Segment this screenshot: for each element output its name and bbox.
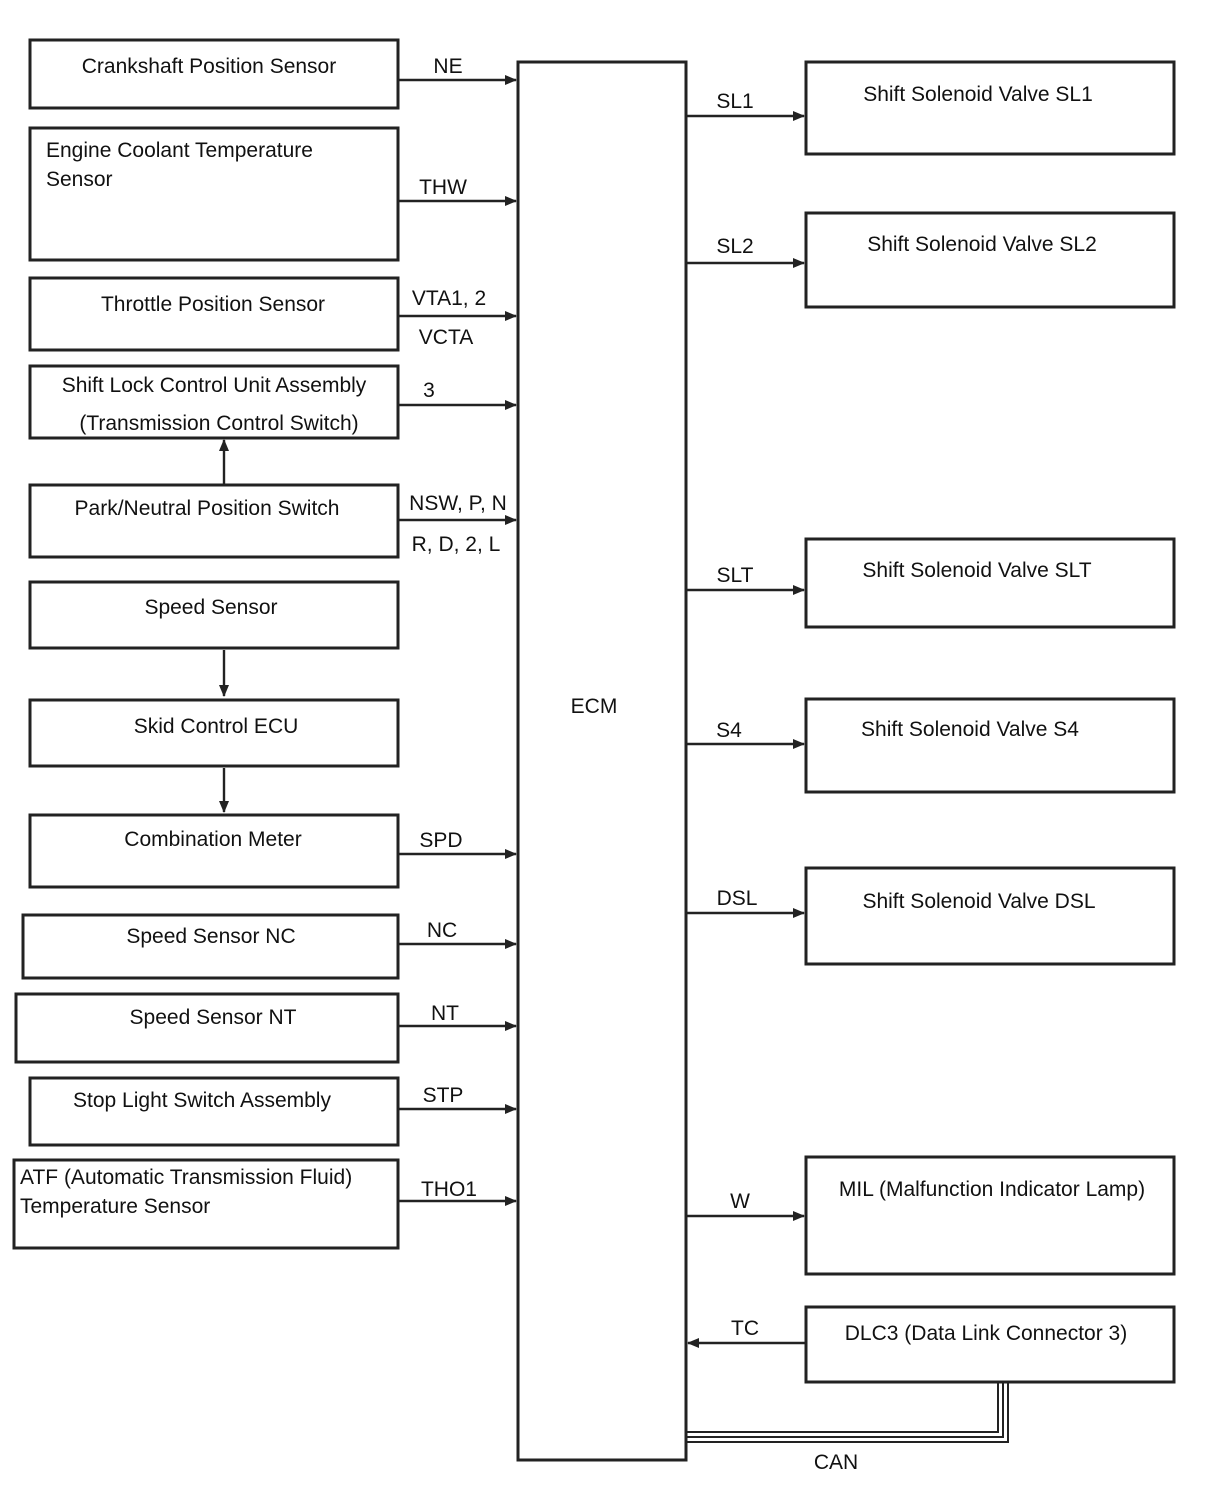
speed-sensor-nc-box — [21, 913, 400, 980]
sl2-signal-label: SL2 — [716, 235, 753, 258]
ecm-block — [516, 60, 688, 1462]
stop-light-switch-label: Stop Light Switch Assembly — [73, 1089, 331, 1112]
atf-temperature-sensor-label-line2: Temperature Sensor — [20, 1195, 210, 1218]
dlc3-label: DLC3 (Data Link Connector 3) — [845, 1322, 1127, 1345]
skid-control-ecu-label: Skid Control ECU — [134, 715, 299, 738]
tc-signal-label: TC — [731, 1317, 759, 1340]
shift-solenoid-sl1-box — [804, 60, 1176, 156]
sl1-signal-label: SL1 — [716, 90, 753, 113]
shift-lock-control-unit-box — [28, 364, 400, 440]
can-label: CAN — [814, 1451, 858, 1474]
ne-signal-label: NE — [433, 55, 462, 78]
shift-solenoid-dsl-label: Shift Solenoid Valve DSL — [862, 890, 1095, 913]
speed-sensor-nt-label: Speed Sensor NT — [130, 1006, 297, 1029]
stop-light-switch-box — [28, 1076, 400, 1147]
nc-signal-label: NC — [427, 919, 457, 942]
s4-signal-label: S4 — [716, 719, 742, 742]
tho1-signal-label: THO1 — [421, 1178, 477, 1201]
slt-signal-label: SLT — [717, 564, 754, 587]
throttle-position-sensor-box — [28, 276, 400, 352]
engine-coolant-temp-sensor-box — [28, 126, 400, 262]
shift-solenoid-sl2-box — [804, 211, 1176, 309]
thw-signal-label: THW — [419, 176, 467, 199]
can-bus-lines — [686, 1383, 1009, 1443]
crankshaft-position-sensor-box — [28, 38, 400, 110]
speed-sensor-label: Speed Sensor — [144, 596, 277, 619]
shift-solenoid-slt-box — [804, 537, 1176, 629]
shift-solenoid-sl1-label: Shift Solenoid Valve SL1 — [863, 83, 1093, 106]
shift-solenoid-slt-label: Shift Solenoid Valve SLT — [862, 559, 1091, 582]
vta-signal-label: VTA1, 2 — [412, 287, 486, 310]
stp-signal-label: STP — [423, 1084, 464, 1107]
dlc3-box — [804, 1305, 1176, 1384]
vcta-signal-label: VCTA — [419, 326, 473, 349]
dsl-signal-label: DSL — [717, 887, 758, 910]
shift-solenoid-dsl-box — [804, 866, 1176, 966]
shift-solenoid-s4-box — [804, 697, 1176, 794]
speed-sensor-box — [28, 580, 400, 650]
combination-meter-label: Combination Meter — [124, 828, 301, 851]
atf-temperature-sensor-box — [12, 1158, 400, 1250]
shift-solenoid-s4-label: Shift Solenoid Valve S4 — [861, 718, 1079, 741]
park-neutral-position-switch-box — [28, 483, 400, 559]
nsw-signal-label: NSW, P, N — [409, 492, 507, 515]
shift-lock-control-unit-label-line1: Shift Lock Control Unit Assembly — [62, 374, 367, 397]
atf-temperature-sensor-label-line1: ATF (Automatic Transmission Fluid) — [20, 1166, 352, 1189]
mil-box — [804, 1155, 1176, 1276]
engine-coolant-temp-sensor-label-line1: Engine Coolant Temperature — [46, 139, 313, 162]
skid-control-ecu-box — [28, 698, 400, 768]
w-signal-label: W — [730, 1190, 750, 1213]
mil-label: MIL (Malfunction Indicator Lamp) — [839, 1178, 1145, 1201]
park-neutral-position-switch-label: Park/Neutral Position Switch — [75, 497, 340, 520]
nt-signal-label: NT — [431, 1002, 459, 1025]
combination-meter-box — [28, 813, 400, 889]
shift-lock-signal-label: 3 — [423, 379, 435, 402]
speed-sensor-nc-label: Speed Sensor NC — [126, 925, 295, 948]
spd-signal-label: SPD — [419, 829, 462, 852]
crankshaft-position-sensor-label: Crankshaft Position Sensor — [82, 55, 336, 78]
ecm-label: ECM — [571, 695, 618, 718]
throttle-position-sensor-label: Throttle Position Sensor — [101, 293, 325, 316]
engine-coolant-temp-sensor-label-line2: Sensor — [46, 168, 113, 191]
shift-lock-control-unit-label-line2: (Transmission Control Switch) — [79, 412, 358, 435]
speed-sensor-nt-box — [14, 992, 400, 1064]
range-signal-label: R, D, 2, L — [412, 533, 501, 556]
shift-solenoid-sl2-label: Shift Solenoid Valve SL2 — [867, 233, 1097, 256]
